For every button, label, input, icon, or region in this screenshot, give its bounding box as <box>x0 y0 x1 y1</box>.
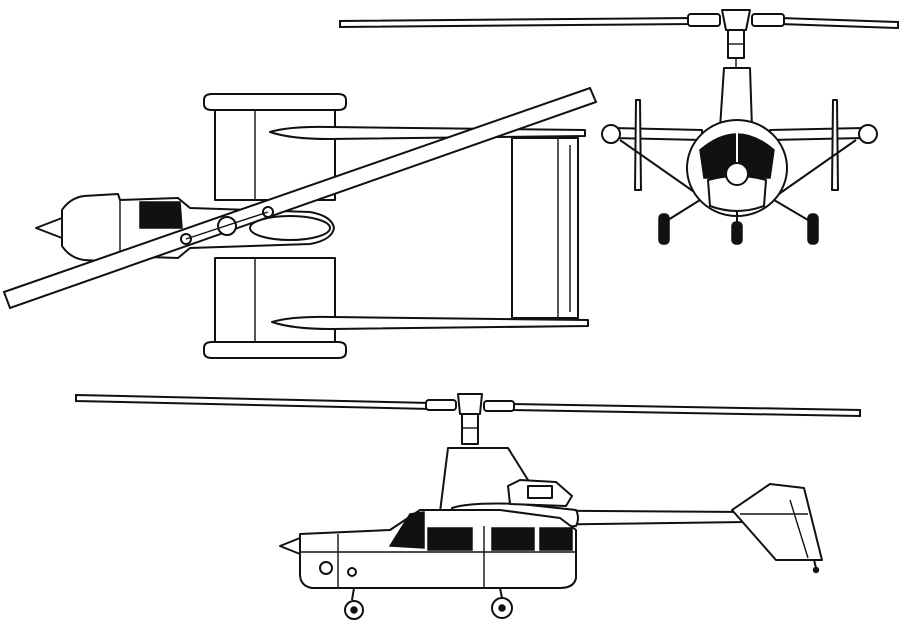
front-rotor-blade <box>339 16 899 30</box>
side-cabin-window-1 <box>427 527 473 551</box>
side-view <box>75 393 861 620</box>
side-rotor-hub <box>425 393 515 445</box>
side-windscreen <box>388 511 425 549</box>
front-right-boom-end <box>858 124 878 144</box>
side-cabin-window-3 <box>539 527 573 551</box>
side-spinner <box>279 537 301 555</box>
plan-tailplane <box>511 137 579 319</box>
side-landing-gear <box>344 559 820 620</box>
front-fuselage <box>686 119 788 217</box>
side-fuselage <box>279 509 577 589</box>
plan-upper-wing <box>203 93 347 201</box>
plan-lower-wing <box>203 257 347 359</box>
plan-cockpit <box>139 201 183 229</box>
front-spinner <box>725 162 749 186</box>
side-tail-fin <box>731 483 823 561</box>
plan-lower-boom <box>271 315 589 330</box>
side-cabin-window-2 <box>491 527 535 551</box>
plan-rotor-blade <box>2 86 598 310</box>
front-view <box>339 9 899 245</box>
front-pylon <box>719 67 753 129</box>
front-landing-gear <box>658 199 819 245</box>
front-left-boom-end <box>601 124 621 144</box>
front-left-wing <box>611 127 703 141</box>
plan-view <box>2 86 598 359</box>
plan-spinner <box>35 217 63 239</box>
front-rotor-hub <box>687 9 785 59</box>
front-right-wing <box>769 127 865 141</box>
